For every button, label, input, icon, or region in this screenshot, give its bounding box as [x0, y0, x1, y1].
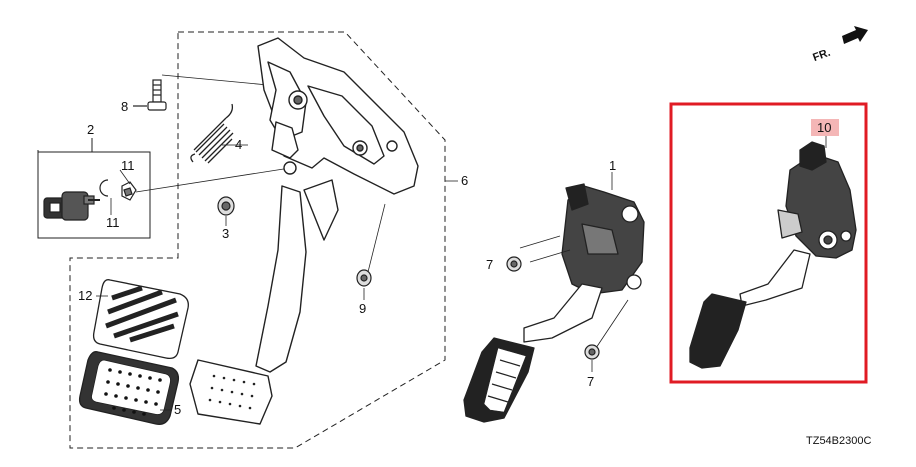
pad-cover-12	[92, 279, 189, 360]
bolt-8	[133, 74, 269, 111]
accelerator-pedal-1	[463, 172, 645, 423]
accelerator-pedal-10	[689, 136, 857, 369]
callout-10: 10	[817, 120, 831, 135]
pad-5	[78, 351, 180, 425]
callout-11-upper: 11	[121, 158, 135, 173]
nut-7-upper	[506, 256, 522, 272]
callout-11-lower: 11	[106, 215, 120, 230]
group-2-bracket	[37, 138, 151, 239]
callout-5: 5	[174, 402, 181, 417]
spring-4	[190, 103, 234, 164]
assembly-6-boundary	[69, 31, 446, 449]
drawing-code: TZ54B2300C	[806, 435, 871, 447]
leader-lines	[232, 144, 458, 182]
callout-10-background	[811, 119, 839, 136]
callout-labels: 1 2 3 4 5 6 7 7 8 9 10 11 11 12	[78, 99, 831, 417]
callout-2: 2	[87, 122, 94, 137]
callout-4: 4	[235, 137, 242, 152]
nut-7-lower	[584, 344, 600, 372]
nut-3	[217, 196, 235, 226]
clip-11	[99, 167, 291, 215]
callout-1: 1	[609, 158, 616, 173]
direction-label: FR.	[811, 47, 832, 64]
nut-9	[356, 203, 386, 300]
callout-12: 12	[78, 288, 92, 303]
callout-7-lower: 7	[587, 374, 594, 389]
highlight-frame	[669, 102, 868, 384]
front-direction-arrow	[842, 26, 868, 44]
callout-7-upper: 7	[486, 257, 493, 272]
callout-9: 9	[359, 301, 366, 316]
callout-3: 3	[222, 226, 229, 241]
brake-pedal-6	[189, 37, 419, 425]
callout-6: 6	[461, 173, 468, 188]
callout-8: 8	[121, 99, 128, 114]
switch-2	[43, 191, 100, 221]
